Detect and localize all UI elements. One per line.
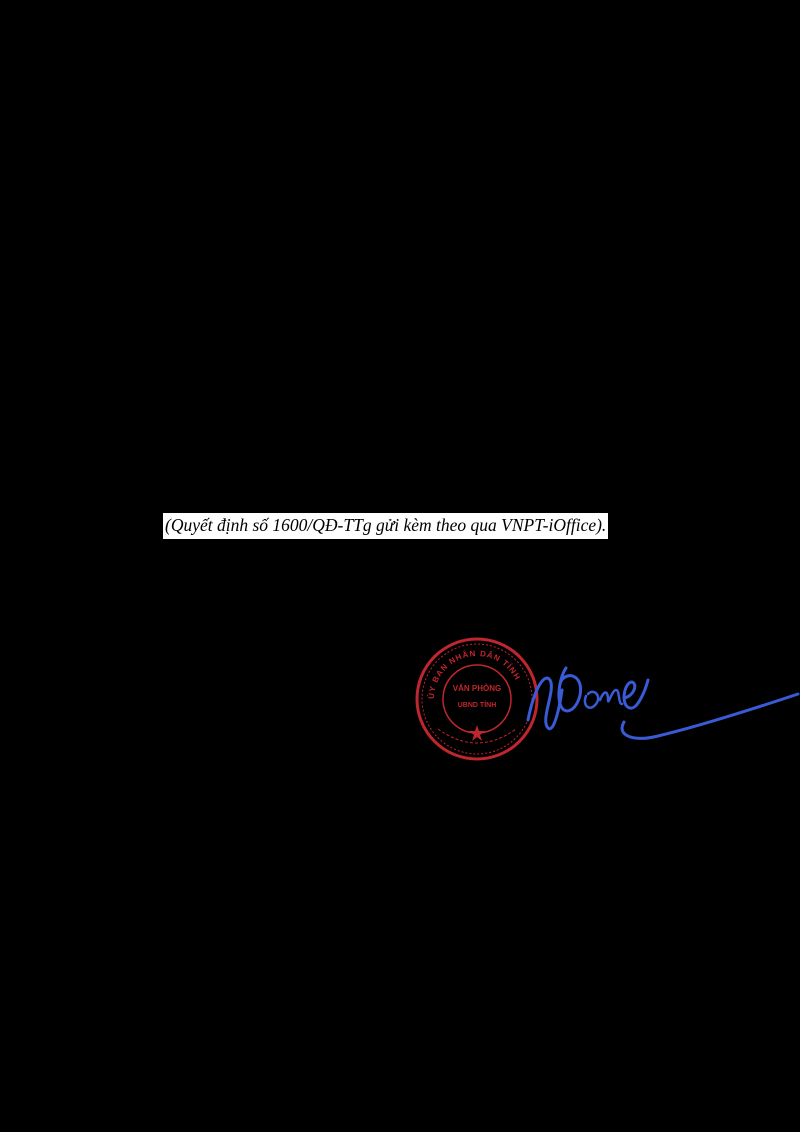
attachment-note: (Quyết định số 1600/QĐ-TTg gửi kèm theo … [165, 515, 607, 536]
attachment-note-box: (Quyết định số 1600/QĐ-TTg gửi kèm theo … [163, 513, 609, 539]
handwritten-signature [526, 666, 800, 740]
official-seal-icon: ỦY BAN NHÂN DÂN TỈNH VĂN PHÒNG UBND TỈNH [415, 637, 539, 761]
svg-text:UBND TỈNH: UBND TỈNH [458, 700, 497, 709]
svg-text:VĂN PHÒNG: VĂN PHÒNG [453, 684, 501, 693]
